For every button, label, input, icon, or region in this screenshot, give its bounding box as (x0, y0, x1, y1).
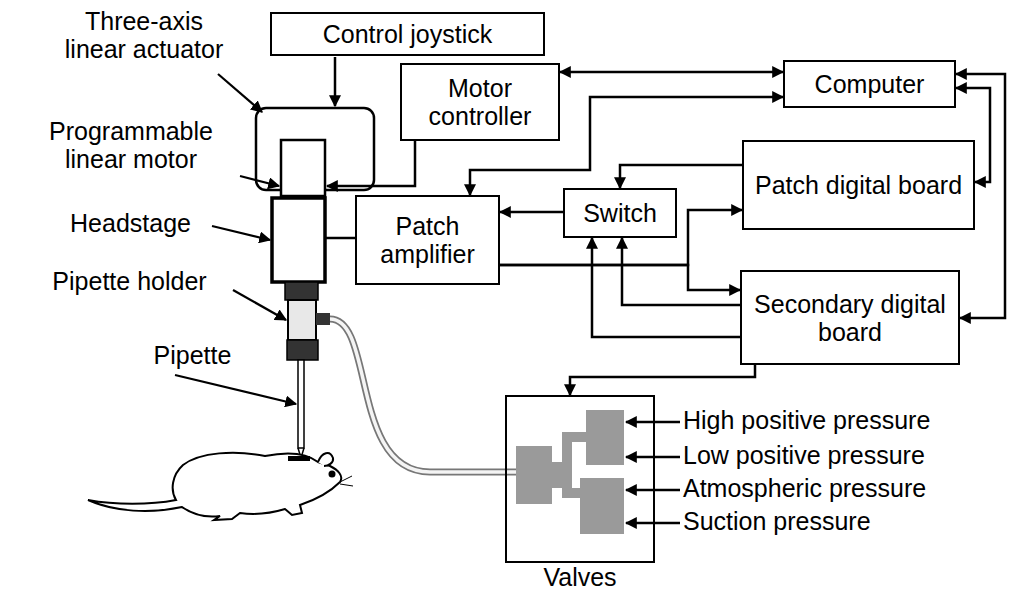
valve (580, 478, 624, 534)
pressure-tube (330, 319, 516, 472)
pressure-tube-core (330, 319, 516, 472)
part-label: Programmable linear motor (22, 118, 240, 173)
mouse-body (88, 453, 341, 520)
part-label: Low positive pressure (683, 442, 925, 470)
part-label: Atmospheric pressure (683, 475, 926, 503)
mouse-eye (329, 471, 336, 478)
valve (516, 446, 552, 504)
board-box: Patch digital board (742, 140, 975, 230)
mouse-ear (318, 453, 333, 466)
part-label: Pipette holder (22, 268, 237, 296)
box-label: Secondary digital board (748, 290, 952, 346)
board-box: Secondary digital board (740, 270, 960, 365)
pipette (298, 360, 304, 448)
joystick-arrow (334, 57, 337, 106)
box-label: Patch digital board (755, 171, 962, 199)
signal-connector (620, 165, 742, 188)
head-plate (288, 456, 310, 461)
signal-connector (560, 71, 783, 74)
signal-connector (592, 238, 740, 337)
valve (586, 410, 624, 465)
leader-line (233, 290, 286, 320)
valve-channel (562, 488, 582, 498)
part-label: High positive pressure (683, 407, 930, 435)
pressure-input (626, 489, 680, 492)
leader-line (218, 74, 262, 112)
box-label: Patch amplifier (363, 212, 492, 268)
pressure-input (626, 456, 680, 459)
signal-connector (622, 238, 740, 305)
valve-channel (562, 432, 588, 442)
holder-cap (285, 282, 318, 300)
holder-nut (287, 340, 318, 360)
headstage (272, 198, 325, 282)
part-label: Headstage (48, 210, 213, 238)
signal-connector (500, 265, 740, 290)
box-label: Valves (467, 563, 693, 591)
box-label: Motor controller (408, 74, 552, 130)
switch-box: Switch (563, 188, 677, 238)
box-label: Control joystick (323, 20, 493, 48)
holder-body (288, 300, 316, 340)
motor-cable (327, 141, 415, 186)
holder-port (316, 313, 330, 325)
input-device-box: Control joystick (270, 12, 545, 56)
linear-motor (281, 140, 325, 196)
signal-connector (570, 365, 755, 395)
leader-line (212, 226, 270, 240)
pressure-input (626, 522, 680, 525)
part-label: Pipette (140, 342, 245, 370)
controller-box: Motor controller (400, 63, 560, 141)
mouse-whiskers (340, 476, 353, 486)
part-label: Suction pressure (683, 508, 871, 536)
leader-line (175, 375, 296, 404)
pressure-input (626, 421, 680, 424)
headstage-cable (326, 237, 356, 240)
box-label: Switch (583, 199, 657, 227)
signal-connector (500, 211, 563, 214)
computer-box: Computer (783, 60, 956, 108)
amplifier-box: Patch amplifier (355, 195, 500, 285)
valve-box: Valves (505, 395, 655, 563)
box-label: Computer (815, 70, 925, 98)
leader-line (240, 176, 279, 186)
part-label: Three-axis linear actuator (60, 8, 228, 63)
